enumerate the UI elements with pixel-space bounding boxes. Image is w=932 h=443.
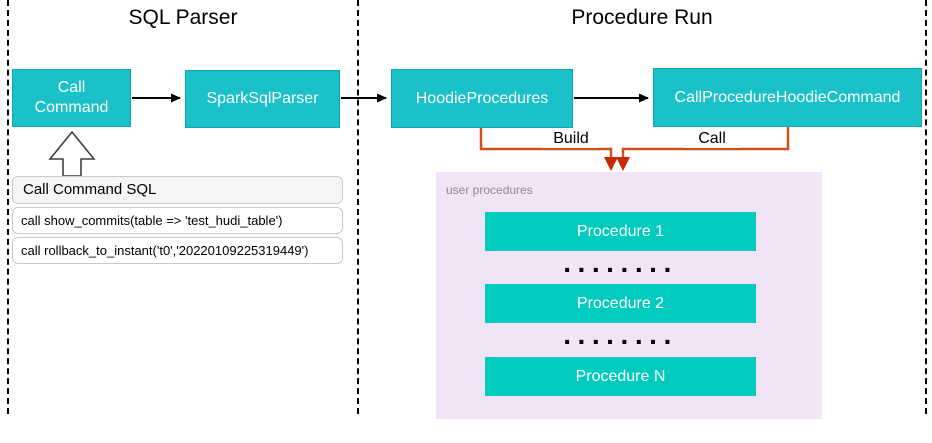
node-call-command: Call Command [12, 69, 131, 127]
call-command-sql-card: Call Command SQL call show_commits(table… [12, 176, 343, 264]
section-title-procedure-run: Procedure Run [571, 6, 713, 29]
left-dashed-border [7, 0, 9, 414]
right-dashed-border [925, 0, 927, 414]
node-spark-sql-parser: SparkSqlParser [185, 70, 340, 128]
node-call-procedure-hoodie-command: CallProcedureHoodieCommand [653, 68, 922, 127]
ellipsis-dots: ········ [563, 326, 678, 357]
edge-label-call: Call [684, 130, 740, 148]
edge-label-build: Build [543, 130, 599, 148]
call-arrowhead-icon [616, 157, 630, 171]
procedure-n-box: Procedure N [485, 357, 756, 396]
build-arrowhead-icon [604, 157, 618, 171]
procedure-2-box: Procedure 2 [485, 284, 756, 323]
ellipsis-dots: ········ [563, 254, 678, 285]
section-title-sql-parser: SQL Parser [128, 6, 238, 29]
sql-card-row-show-commits: call show_commits(table => 'test_hudi_ta… [12, 207, 343, 234]
sql-card-header: Call Command SQL [12, 176, 343, 204]
middle-dashed-border [357, 0, 359, 414]
sql-card-row-rollback-to-instant: call rollback_to_instant('t0','202201092… [12, 237, 343, 264]
user-procedures-label: user procedures [446, 183, 533, 197]
node-hoodie-procedures: HoodieProcedures [391, 69, 573, 128]
user-procedures-panel: user procedures Procedure 1 ········ Pro… [436, 172, 822, 419]
procedure-1-box: Procedure 1 [485, 212, 756, 251]
hollow-up-arrow-icon [48, 130, 96, 177]
